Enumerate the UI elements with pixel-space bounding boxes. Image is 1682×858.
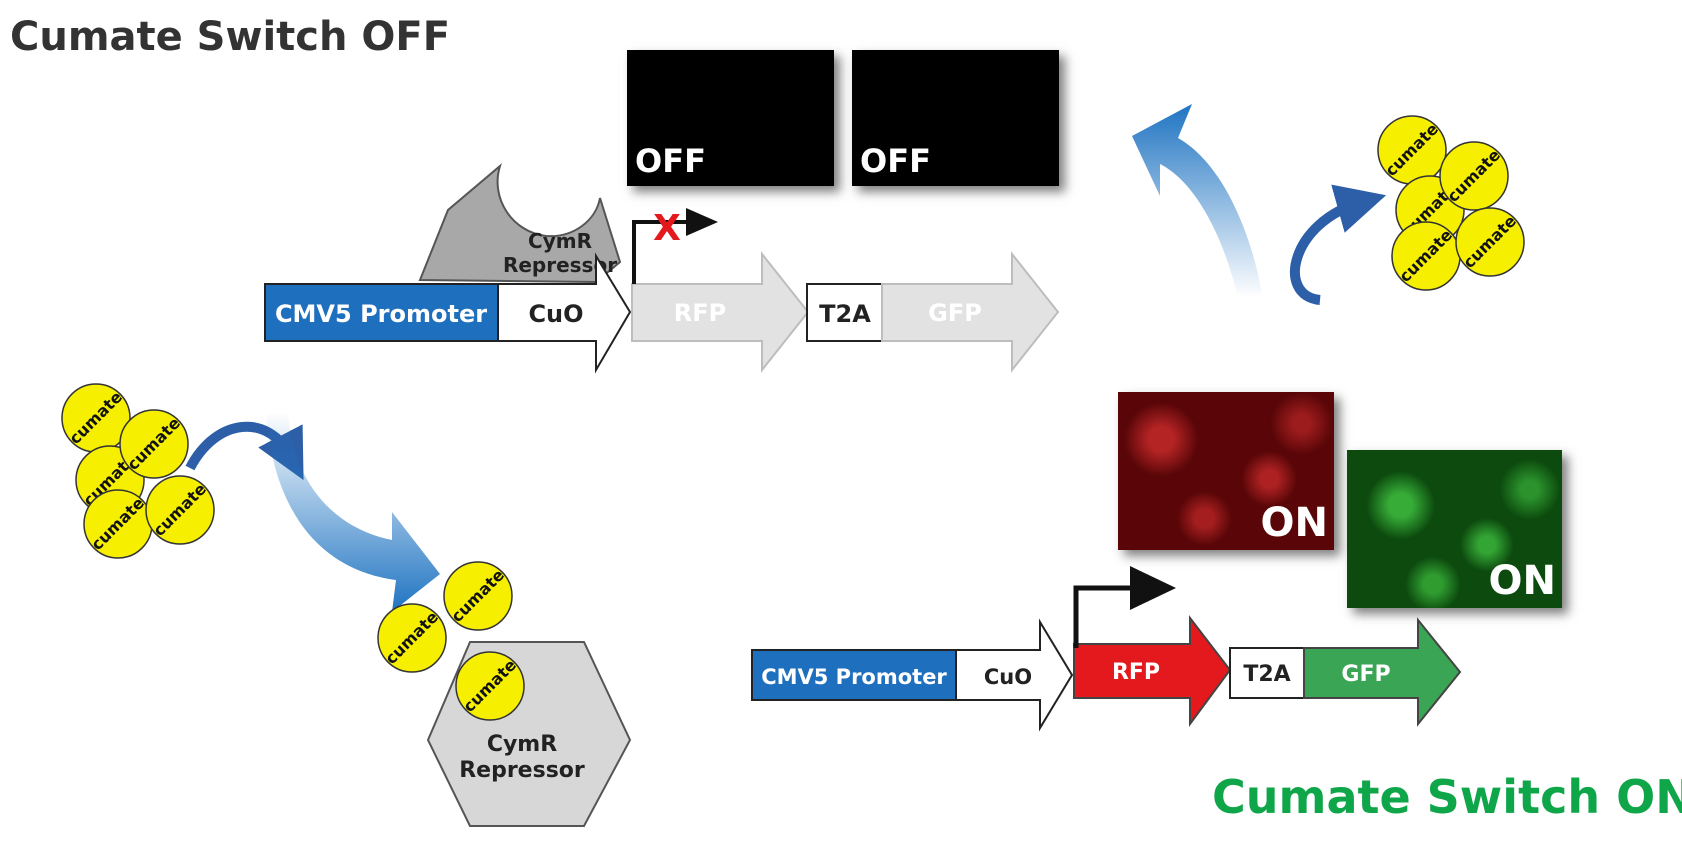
cumate-molecule: cumate (1439, 141, 1509, 211)
off-panel-label-rfp: OFF (635, 142, 706, 180)
on-t2a-block (1229, 647, 1305, 699)
upper-flow-arrow (1132, 104, 1262, 298)
on-construct: CMV5 Promoter CuO RFP T2A GFP (751, 566, 1462, 732)
off-t2a-label: T2A (819, 300, 871, 328)
off-transcription-arrow (632, 220, 688, 284)
on-rfp-arrow (1073, 615, 1232, 728)
on-gfp-label: GFP (1341, 662, 1390, 687)
off-repressor-line1: CymR (528, 229, 592, 253)
cumate-molecule: cumate (119, 409, 189, 479)
off-panel-label-gfp: OFF (860, 142, 931, 180)
cumate-molecule-circle (145, 475, 215, 545)
cumate-molecule-circle (443, 561, 513, 631)
cumate-molecule: cumate (1455, 207, 1525, 277)
on-t2a-label: T2A (1243, 662, 1290, 687)
on-rfp-label: RFP (1112, 660, 1160, 685)
on-micrograph-rfp: ON (1118, 392, 1334, 550)
off-rfp-label: RFP (674, 299, 726, 327)
cumate-molecule: cumate (61, 383, 131, 453)
on-gfp-arrow (1303, 617, 1462, 727)
off-repressor-shape (418, 163, 622, 284)
cumate-molecule: cumate (455, 651, 525, 721)
free-repressor-line1: CymR (487, 732, 557, 757)
on-transcription-arrowhead (1130, 566, 1176, 610)
off-transcription-arrowhead (686, 208, 718, 236)
off-gfp-label: GFP (928, 299, 982, 327)
cumate-molecule-circle (455, 651, 525, 721)
cumate-molecule-circle (377, 603, 447, 673)
upper-curl-arrow (1290, 184, 1387, 305)
free-repressor-line2: Repressor (459, 758, 585, 783)
cumate-molecule: cumate (377, 603, 447, 673)
on-promoter-block (751, 649, 957, 701)
cumate-molecule-circle (1439, 141, 1509, 211)
off-gfp-arrow (881, 251, 1060, 373)
on-panel-label-rfp: ON (1260, 500, 1328, 546)
off-cuo-arrow (497, 252, 632, 374)
cumate-molecule: cumate (83, 489, 153, 559)
on-micrograph-gfp: ON (1347, 450, 1562, 608)
off-rfp-arrow (631, 251, 810, 373)
off-blocked-mark: X (653, 208, 681, 249)
cumate-molecule: cumate (145, 475, 215, 545)
cumate-switch-off-title: Cumate Switch OFF (10, 14, 451, 60)
off-micrograph-gfp: OFF (852, 50, 1059, 186)
cumate-molecule: cumate (443, 561, 513, 631)
off-promoter-label: CMV5 Promoter (275, 300, 487, 328)
on-transcription-arrow (1073, 585, 1134, 648)
on-panel-label-gfp: ON (1488, 558, 1556, 604)
cumate-molecule-circle (119, 409, 189, 479)
cumate-molecule-circle (1455, 207, 1525, 277)
off-cuo-label: CuO (528, 300, 583, 328)
cumate-switch-on-title: Cumate Switch ON (1212, 770, 1682, 824)
cumate-molecule: cumate (1391, 221, 1461, 291)
on-cuo-label: CuO (984, 665, 1032, 689)
lower-flow-arrow (266, 412, 440, 612)
off-promoter-block (264, 283, 499, 342)
on-cuo-arrow (955, 618, 1074, 732)
cumate-molecule: cumate (1377, 115, 1447, 185)
on-promoter-label: CMV5 Promoter (761, 665, 947, 689)
off-micrograph-rfp: OFF (627, 50, 834, 186)
